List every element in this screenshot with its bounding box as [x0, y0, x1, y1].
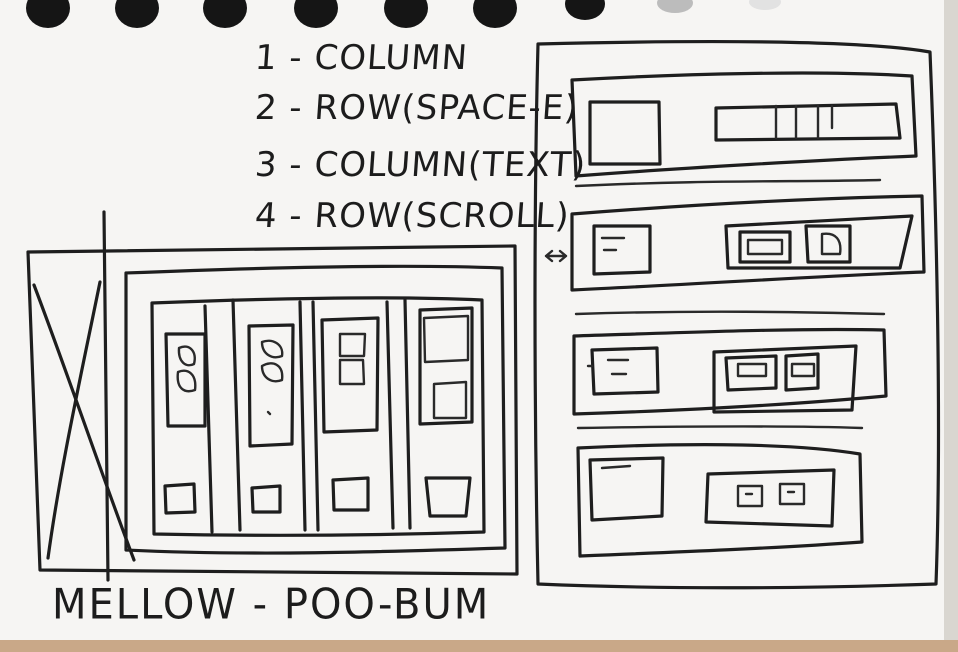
row-image — [588, 456, 665, 522]
row-card — [572, 327, 888, 416]
row-text-lines — [600, 464, 632, 470]
binding-hole — [26, 0, 70, 28]
card-footer-box — [163, 482, 197, 515]
connector-arrow — [544, 249, 568, 263]
row-card — [570, 194, 926, 292]
phone-frame — [533, 40, 941, 590]
wide-screen-wireframe — [26, 210, 519, 582]
card-thumb — [260, 339, 284, 359]
binding-hole — [565, 0, 605, 20]
card-panel — [320, 316, 380, 434]
card-thumb — [432, 380, 468, 420]
card-thumb — [260, 362, 284, 383]
row-tab-dividers — [774, 104, 834, 140]
spiral-binding — [26, 0, 781, 28]
binding-hole — [115, 0, 159, 28]
sidebar-cross — [46, 280, 102, 560]
row-item — [804, 224, 852, 264]
legend-item-row-space: 2 - ROW(SPACE-E) — [253, 88, 580, 128]
card-thumb — [176, 369, 197, 393]
binding-hole — [384, 0, 428, 28]
row-text-lines — [586, 358, 630, 376]
row-text-lines — [600, 236, 626, 252]
card-footer-box — [424, 476, 472, 518]
binding-hole — [657, 0, 693, 13]
card-thumb — [177, 345, 196, 367]
row-image — [588, 100, 662, 166]
row-image — [590, 346, 660, 396]
card-thumb — [338, 358, 366, 386]
binding-hole — [294, 0, 338, 28]
card-thumb — [338, 332, 367, 358]
scroll-row — [150, 296, 486, 537]
row-tabs — [714, 102, 902, 142]
row-image — [592, 224, 652, 276]
row-item-dot — [744, 490, 796, 496]
card-thumb — [422, 314, 470, 364]
row-item-thumb — [790, 362, 816, 378]
legend-item-column-text: 3 - COLUMN(TEXT) — [253, 145, 588, 185]
card-dot — [266, 410, 272, 416]
row-item — [736, 484, 764, 508]
sidebar-cross — [32, 283, 136, 562]
row-item-thumb — [746, 238, 784, 256]
row-separator — [576, 425, 864, 430]
row-item — [724, 354, 778, 392]
binding-hole — [473, 0, 517, 28]
binding-hole — [203, 0, 247, 28]
card-panel — [164, 332, 207, 428]
column-divider — [385, 300, 395, 530]
column-divider — [311, 300, 320, 532]
column-divider — [298, 300, 307, 532]
legend-item-row-scroll: 4 - ROW(SCROLL) — [253, 196, 572, 236]
row-scroll — [724, 214, 914, 270]
row-item-thumb — [736, 362, 768, 378]
binding-hole — [749, 0, 781, 10]
content-container — [124, 264, 507, 555]
row-scroll — [704, 468, 836, 528]
column-divider — [231, 298, 242, 532]
row-item — [778, 482, 806, 506]
desk-edge — [0, 640, 958, 652]
sketch-caption: MELLOW - POO-BUM — [52, 580, 491, 630]
row-separator — [574, 178, 882, 188]
row-item — [784, 352, 820, 392]
card-panel — [418, 306, 474, 426]
column-divider — [403, 298, 412, 530]
sidebar-divider — [102, 210, 110, 582]
row-scroll — [712, 344, 858, 414]
row-separator — [574, 310, 886, 316]
row-item-thumb — [820, 232, 842, 256]
card-panel — [247, 323, 295, 448]
row-card — [576, 443, 864, 558]
card-footer-box — [331, 476, 370, 512]
outer-frame — [26, 244, 519, 576]
legend-item-column: 1 - COLUMN — [253, 38, 470, 78]
row-card — [570, 71, 918, 178]
row-item — [738, 230, 792, 264]
mobile-screen-wireframe — [533, 40, 941, 590]
paper-edge — [944, 0, 958, 652]
card-footer-box — [250, 484, 282, 514]
